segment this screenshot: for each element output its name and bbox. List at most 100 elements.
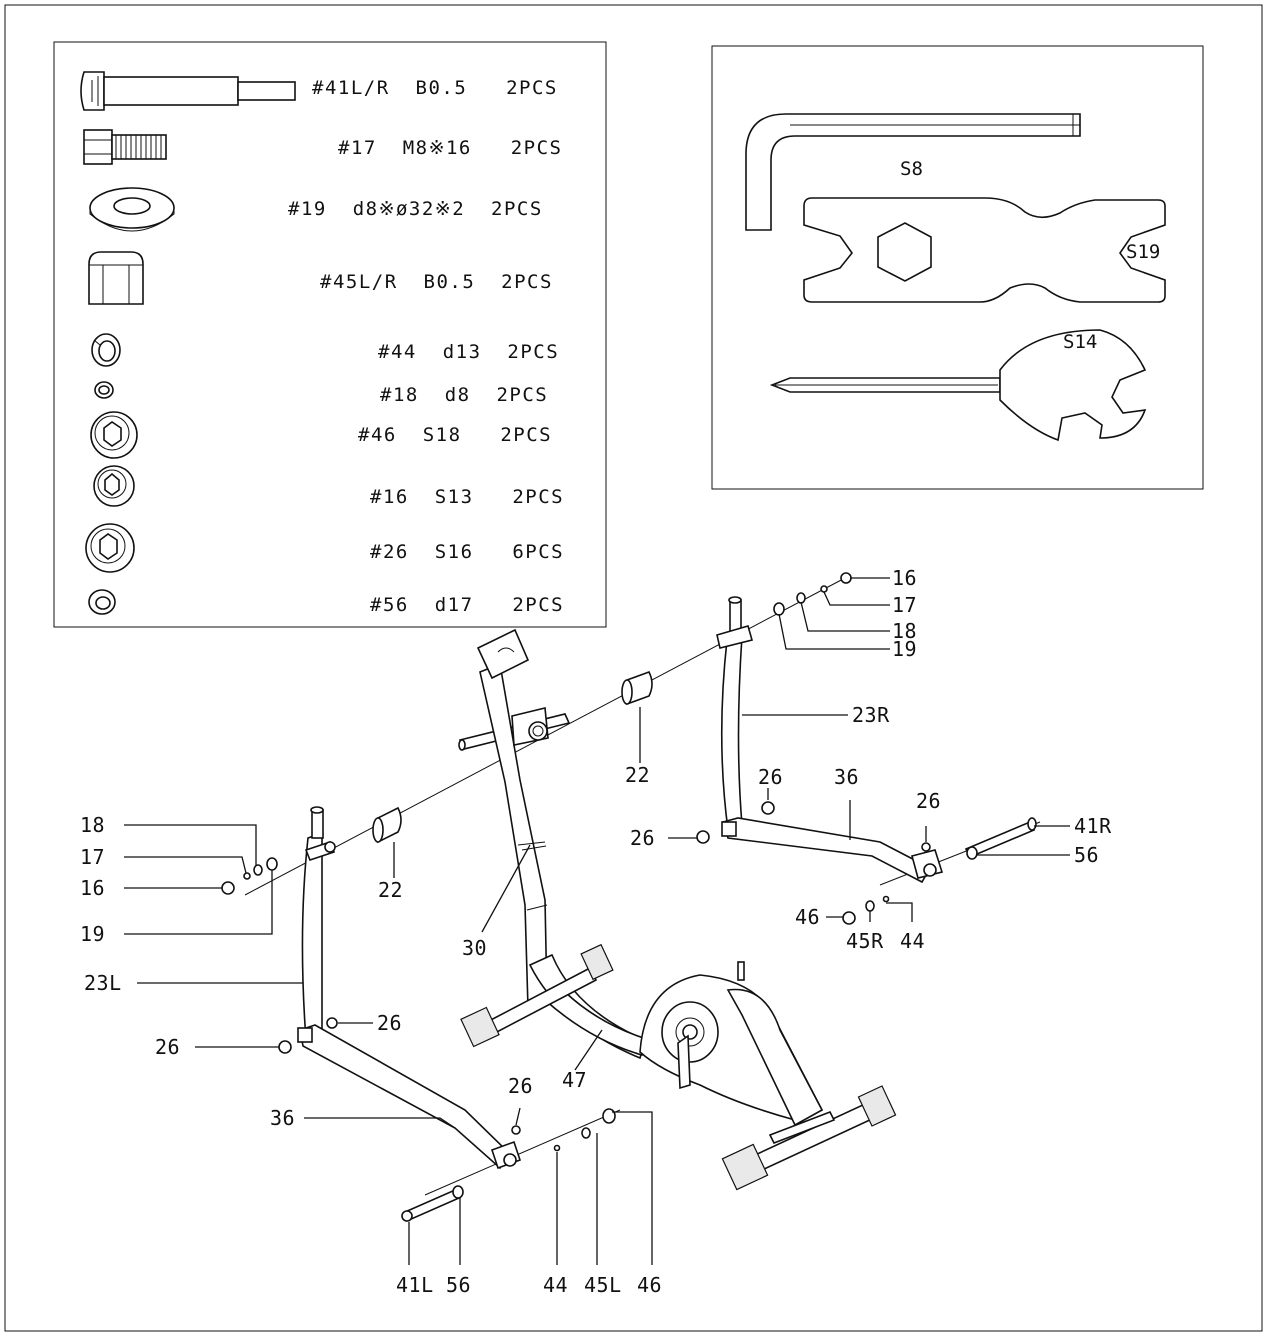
- callout-19-left: 19: [80, 922, 105, 946]
- left-frame: [297, 806, 522, 1170]
- carriage-bolt-icon: [80, 71, 296, 111]
- wrench-label: S19: [1126, 241, 1160, 263]
- callout-18-right: 18: [892, 619, 917, 643]
- hardware-label: #44 d13 2PCS: [378, 341, 559, 363]
- cap-26a: [761, 801, 775, 815]
- spacer-tube-right: [621, 671, 653, 706]
- end-cap-medium-icon: [85, 523, 135, 573]
- hardware-list-frame: [53, 41, 607, 628]
- callout-26a: 26: [758, 765, 783, 789]
- cap-26c: [921, 842, 931, 852]
- cap-46l: [602, 1108, 616, 1124]
- end-cap-small-icon: [93, 465, 135, 507]
- callout-23r: 23R: [852, 703, 890, 727]
- hardware-label: #46 S18 2PCS: [358, 424, 552, 446]
- hardware-label: #56 d17 2PCS: [370, 594, 564, 616]
- callout-18-left: 18: [80, 813, 105, 837]
- callout-17-right: 17: [892, 593, 917, 617]
- hardware-label: #45L/R B0.5 2PCS: [320, 271, 553, 293]
- callout-26e: 26: [155, 1035, 180, 1059]
- right-hardware: [696, 572, 1037, 925]
- lower-left-axis: [424, 1109, 621, 1196]
- cap-26b: [696, 830, 710, 844]
- allen-key-icon: [745, 113, 1081, 231]
- bolt-17l: [243, 872, 251, 880]
- end-cap-16r: [840, 572, 852, 584]
- spring-washer-large-icon: [91, 333, 121, 367]
- page-border: [4, 4, 1263, 1332]
- ring-washer-icon: [88, 589, 116, 615]
- callout-36-left: 36: [270, 1106, 295, 1130]
- nylon-nut-icon: [88, 251, 144, 305]
- callout-56-left: 56: [446, 1273, 471, 1297]
- cap-26d: [326, 1017, 338, 1029]
- callout-36-right: 36: [834, 765, 859, 789]
- callout-30: 30: [462, 936, 487, 960]
- cap-26e: [278, 1040, 292, 1054]
- callout-17-left: 17: [80, 845, 105, 869]
- washer-19l: [266, 857, 278, 871]
- screwdriver-label: S14: [1063, 331, 1097, 353]
- hardware-label: #16 S13 2PCS: [370, 486, 564, 508]
- hardware-label: #26 S16 6PCS: [370, 541, 564, 563]
- callout-46-right: 46: [795, 905, 820, 929]
- callout-16-left: 16: [80, 876, 105, 900]
- callout-16-right: 16: [892, 566, 917, 590]
- hardware-label: #19 d8※ø32※2 2PCS: [288, 198, 543, 220]
- nut-45r: [865, 900, 875, 912]
- washer-18l: [253, 864, 263, 876]
- callout-26b: 26: [916, 789, 941, 813]
- callout-22-left: 22: [378, 878, 403, 902]
- callout-56-right: 56: [1074, 843, 1099, 867]
- cap-26f: [511, 1125, 521, 1135]
- callout-26c: 26: [630, 826, 655, 850]
- hardware-label: #41L/R B0.5 2PCS: [312, 77, 558, 99]
- tools-frame: [711, 45, 1204, 490]
- hardware-label: #18 d8 2PCS: [380, 384, 548, 406]
- callout-41l: 41L: [396, 1273, 434, 1297]
- nut-45l: [581, 1127, 591, 1139]
- callout-44-left: 44: [543, 1273, 568, 1297]
- hardware-label: #17 M8※16 2PCS: [338, 137, 562, 159]
- callout-45l: 45L: [584, 1273, 622, 1297]
- callout-26f: 26: [508, 1074, 533, 1098]
- washer-56r: [966, 846, 978, 860]
- bolt-41l: [403, 1188, 461, 1222]
- spacer-tube-left: [372, 806, 402, 844]
- callout-45r: 45R: [846, 929, 884, 953]
- flat-washer-icon: [89, 187, 175, 232]
- callout-19-right: 19: [892, 637, 917, 661]
- callout-23l: 23L: [84, 971, 122, 995]
- left-hardware: [221, 857, 616, 1222]
- spring-washer-small-icon: [94, 381, 114, 399]
- tools-panel: S8 S19 S14: [711, 45, 1204, 490]
- leader-lines: [124, 577, 1070, 1265]
- hex-bolt-icon: [83, 129, 167, 165]
- flywheel-housing: [639, 961, 824, 1127]
- end-cap-16l: [221, 881, 235, 895]
- main-upright: [476, 628, 549, 1010]
- washer-56l: [452, 1185, 464, 1199]
- end-cap-large-icon: [90, 411, 138, 459]
- callout-46-left: 46: [637, 1273, 662, 1297]
- cap-46r: [842, 911, 856, 925]
- base-frame: [460, 943, 897, 1191]
- washer-19r: [773, 602, 785, 616]
- exploded-assembly: 16 17 18 19 23R 22 26 36 26 26 41R 56 46…: [80, 566, 1112, 1297]
- washer-44r: [882, 895, 890, 903]
- screwdriver-icon: [769, 329, 1147, 442]
- callout-22-right: 22: [625, 763, 650, 787]
- washer-44l: [553, 1144, 561, 1152]
- callout-labels: 16 17 18 19 23R 22 26 36 26 26 41R 56 46…: [80, 566, 1112, 1297]
- callout-44-right: 44: [900, 929, 925, 953]
- right-frame: [716, 596, 944, 884]
- callout-26d: 26: [377, 1011, 402, 1035]
- callout-47: 47: [562, 1068, 587, 1092]
- hardware-list: #41L/R B0.5 2PCS #17 M8※16 2PCS #19 d8※ø…: [53, 41, 607, 628]
- callout-41r: 41R: [1074, 814, 1112, 838]
- bolt-17r: [820, 585, 828, 593]
- allen-key-label: S8: [900, 158, 923, 180]
- wrench-icon: [803, 197, 1166, 303]
- washer-18r: [796, 592, 806, 604]
